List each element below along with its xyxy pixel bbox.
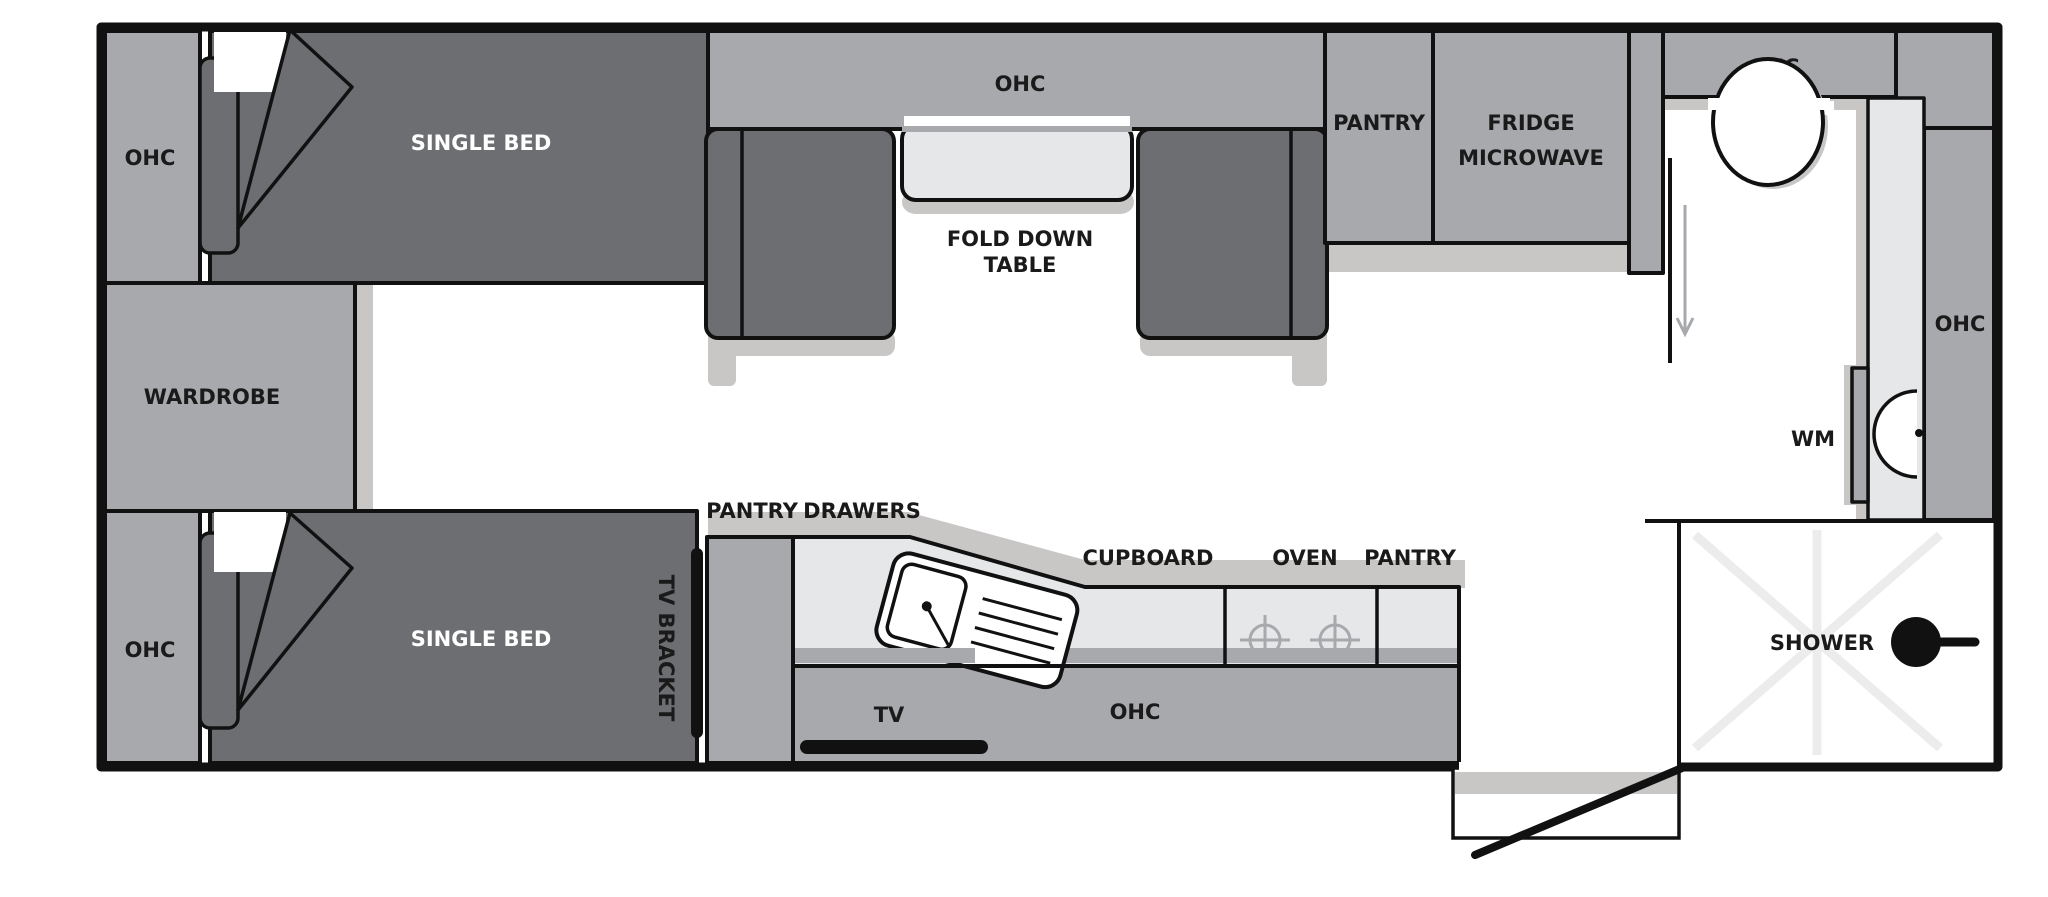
- oven-label: OVEN: [1272, 546, 1337, 570]
- shower-mixer-icon: [1891, 617, 1980, 667]
- washing-machine-basin-icon: [1872, 389, 1923, 479]
- ohc-top-left-label: OHC: [125, 146, 176, 170]
- burner-icon: [1240, 615, 1290, 663]
- fridge-microwave: [1431, 29, 1631, 245]
- wardrobe-label: WARDROBE: [144, 385, 280, 409]
- fridge-label-2: MICROWAVE: [1458, 146, 1604, 170]
- shower-drain-icon: [1692, 530, 1943, 755]
- wardrobe: [103, 281, 357, 513]
- fold-down-table-label-1: FOLD DOWN: [947, 227, 1093, 251]
- tv-bracket: [691, 548, 703, 738]
- cupboard-label: CUPBOARD: [1082, 546, 1213, 570]
- drawers-label: DRAWERS: [803, 499, 921, 523]
- ohc-top-center-label: OHC: [995, 72, 1046, 96]
- wm-cabinet: [1850, 366, 1870, 504]
- folded-sheet-top: [236, 28, 354, 230]
- fold-down-table-label-2: TABLE: [984, 253, 1057, 277]
- pantry-kitchen-right-label: PANTRY: [1364, 546, 1457, 570]
- toilet-icon: [1708, 57, 1834, 189]
- ohc-bottom-left-label: OHC: [125, 638, 176, 662]
- ohc-bottom-left-cabinet: [103, 509, 202, 765]
- ohc-top-center-cabinet: [706, 29, 1327, 131]
- shower-label: SHOWER: [1770, 631, 1874, 655]
- ohc-top-left-cabinet: [103, 29, 202, 285]
- ohc-kitchen-label: OHC: [1110, 700, 1161, 724]
- single-bed-top-label: SINGLE BED: [411, 131, 552, 155]
- door-swing-icon: [1668, 158, 1695, 363]
- dinette-seat-right: [1136, 127, 1329, 340]
- outer-wall: [96, 22, 2003, 772]
- bathroom-divider-wall: [1627, 29, 1665, 275]
- fold-down-table: [900, 123, 1134, 202]
- single-bed-bottom-label: SINGLE BED: [411, 627, 552, 651]
- wm-label: WM: [1791, 427, 1835, 451]
- dinette-seat-left: [704, 127, 896, 340]
- ohc-right-wall-label: OHC: [1935, 312, 1986, 336]
- entry-door-icon: [1471, 764, 1686, 859]
- tv-bracket-label: TV BRACKET: [654, 575, 678, 722]
- pantry-top: [1323, 29, 1435, 245]
- pantry-top-label: PANTRY: [1333, 111, 1426, 135]
- pillow-gap-top: [214, 32, 286, 92]
- pantry-kitchen-label: PANTRY: [706, 499, 799, 523]
- folded-sheet-bottom: [236, 511, 354, 712]
- pantry-kitchen-column: [705, 535, 795, 765]
- tv-unit: [800, 740, 988, 754]
- pillow-gap-bottom: [214, 512, 286, 572]
- tv-label: TV: [874, 703, 905, 727]
- burner-icon: [1310, 615, 1360, 663]
- fridge-label-1: FRIDGE: [1487, 111, 1574, 135]
